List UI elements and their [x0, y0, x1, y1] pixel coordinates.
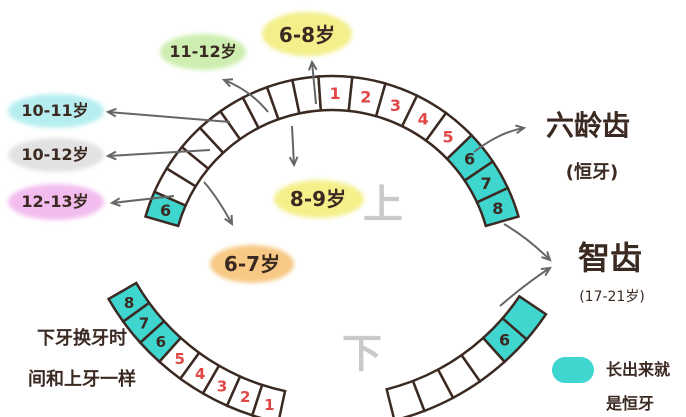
age-label-8-9: 8-9岁 [289, 187, 347, 211]
age-label-11-12: 11-12岁 [169, 42, 237, 61]
lower-right-molar-tooth [500, 294, 548, 342]
wisdom-tooth-label: 智齿 [577, 239, 643, 277]
upper-tooth-number-1: 1 [330, 84, 341, 103]
lower-tooth-2 [225, 374, 264, 417]
lower-tooth-7 [121, 301, 166, 345]
bubble-8-9 [274, 180, 364, 218]
wisdom-tooth-note: (17-21岁) [579, 289, 645, 305]
arrow-6-7-head [224, 214, 234, 227]
lower-tooth-number-1: 1 [264, 396, 274, 414]
six-year-molar-label: 六龄齿 [545, 109, 631, 142]
lower-right-tooth [459, 336, 507, 384]
age-label-12-13: 12-13岁 [21, 192, 89, 211]
arrow-10-12-head [105, 150, 117, 161]
arrow-10-12 [107, 149, 211, 157]
upper-tooth-number-5: 5 [443, 127, 454, 146]
legend-text-2: 是恒牙 [605, 394, 655, 413]
bubble-12-13 [8, 184, 104, 220]
upper-tooth-number-2: 2 [360, 87, 371, 106]
arrow-11-12-head [221, 78, 234, 88]
bubble-6-8 [262, 12, 352, 56]
arrow-11-12 [223, 79, 269, 113]
lower-tooth-number-5: 5 [174, 350, 184, 368]
bubble-10-12 [8, 138, 104, 172]
arrow-wisdom-lower-head [540, 266, 552, 277]
arrow-8-9 [291, 125, 295, 166]
lower-tooth-number-2: 2 [240, 388, 250, 406]
upper-tooth-number-4: 4 [418, 109, 429, 128]
arrows [105, 59, 552, 307]
lower-right-tooth [436, 353, 482, 400]
upper-left-molar-number: 6 [160, 201, 171, 220]
arrow-10-11 [107, 111, 231, 123]
bubble-6-7 [210, 245, 294, 283]
age-label-10-12: 10-12岁 [21, 145, 89, 164]
lower-tooth-number-3: 3 [217, 378, 227, 396]
lower-tooth-1 [250, 383, 287, 417]
arrow-six-year-molar [473, 127, 525, 153]
lower-tooth-number-6: 6 [156, 333, 166, 351]
arrow-8-9-head [288, 156, 299, 168]
note-line-2: 间和上牙一样 [28, 369, 136, 390]
lower-tooth-8 [106, 281, 151, 324]
lower-right-tooth [385, 379, 427, 417]
lower-right-molar-tooth [481, 316, 529, 364]
lower-tooth-4 [178, 351, 221, 396]
arrow-wisdom-upper-head [541, 251, 552, 262]
arrow-6-8 [311, 61, 317, 105]
upper-tooth-number-6: 6 [464, 150, 475, 169]
bubble-10-11 [8, 94, 104, 128]
arrow-10-11-head [105, 107, 117, 118]
upper-jaw-label: 上 [363, 182, 403, 228]
age-label-6-8: 6-8岁 [278, 23, 336, 47]
upper-tooth-number-7: 7 [480, 174, 491, 193]
legend-swatch [552, 357, 594, 383]
lower-right-molar-number: 6 [499, 331, 510, 350]
six-year-molar-note: (恒牙) [565, 162, 619, 183]
arrow-12-13 [111, 195, 175, 204]
lower-tooth-number-7: 7 [139, 314, 149, 332]
arrow-6-7 [203, 181, 233, 225]
bubble-11-12 [160, 34, 246, 70]
upper-tooth-number-3: 3 [390, 96, 401, 115]
arrow-six-year-molar-head [515, 124, 527, 135]
lower-tooth-number-8: 8 [124, 294, 134, 312]
note-line-1: 下牙换牙时 [37, 328, 127, 349]
lower-jaw-label: 下 [342, 331, 382, 377]
age-label-6-7: 6-7岁 [223, 252, 281, 276]
legend-text-1: 长出来就 [605, 360, 671, 379]
upper-tooth-number-8: 8 [492, 199, 503, 218]
upper-tooth-8 [475, 186, 521, 228]
arrow-wisdom-upper [503, 223, 551, 261]
lower-tooth-5 [157, 336, 201, 381]
arrow-6-8-head [307, 59, 318, 71]
lower-tooth-number-4: 4 [195, 365, 205, 383]
lower-tooth-6 [138, 319, 183, 364]
arrow-wisdom-lower [499, 267, 551, 307]
age-label-10-11: 10-11岁 [21, 101, 89, 120]
arrow-12-13-head [109, 197, 121, 207]
